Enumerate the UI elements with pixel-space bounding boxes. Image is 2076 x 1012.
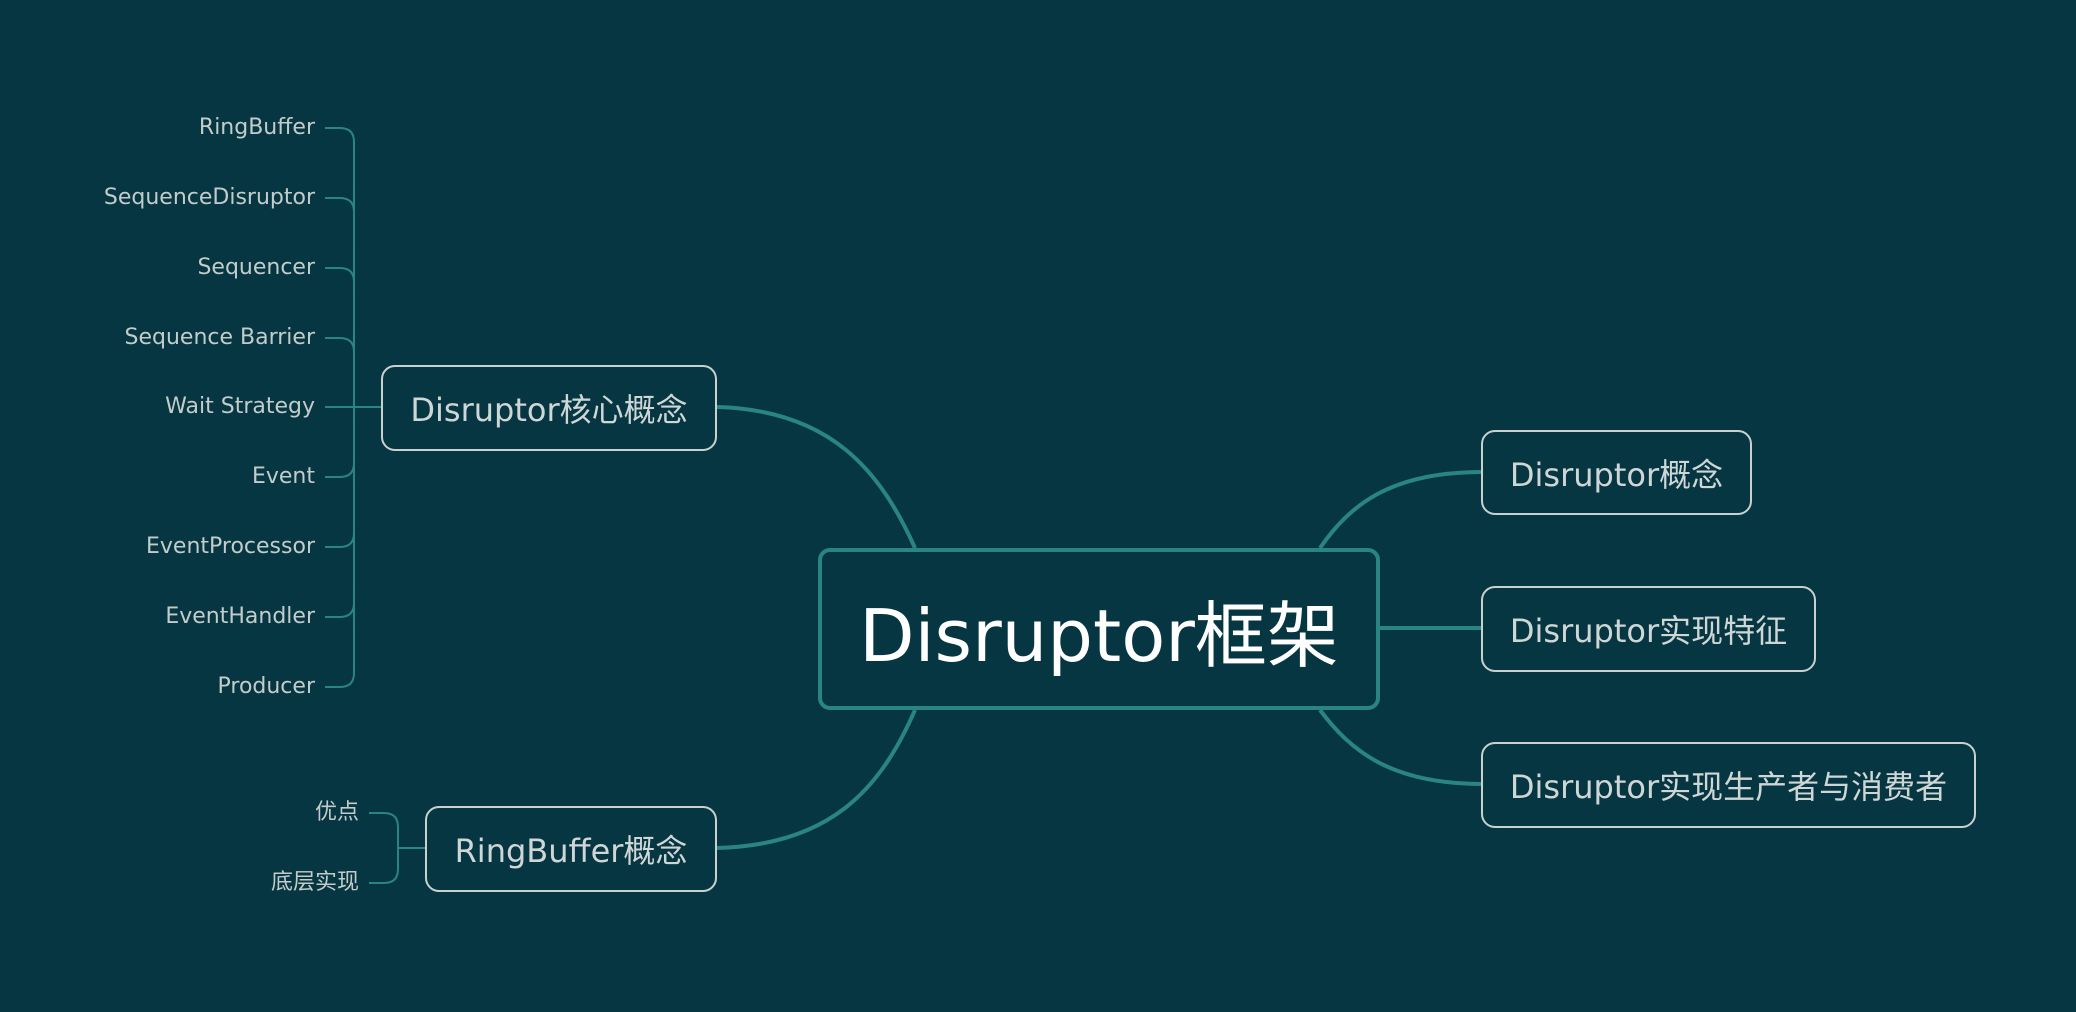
connector-root-to-producer-consumer: [1318, 708, 1483, 786]
bracket-ringbuffer-concept: [369, 812, 425, 884]
leaf-producer[interactable]: Producer: [217, 674, 316, 699]
branch-disruptor-concept[interactable]: Disruptor概念: [1481, 430, 1752, 515]
branch-ringbuffer-concept[interactable]: RingBuffer概念: [425, 806, 717, 892]
leaf-sequencer[interactable]: Sequencer: [197, 255, 315, 280]
leaf-sequence-barrier[interactable]: Sequence Barrier: [124, 325, 315, 350]
leaf-wait-strategy[interactable]: Wait Strategy: [165, 394, 315, 419]
connector-root-to-ringbuffer-concept: [716, 709, 917, 850]
leaf-advantages[interactable]: 优点: [314, 800, 359, 825]
connector-root-to-core-concepts: [716, 405, 917, 549]
leaf-event[interactable]: Event: [251, 464, 315, 489]
branch-producer-consumer[interactable]: Disruptor实现生产者与消费者: [1481, 742, 1976, 828]
connector-root-to-disruptor-concept: [1318, 470, 1483, 550]
bracket-core-concepts: [325, 127, 381, 688]
root-node[interactable]: Disruptor框架: [818, 548, 1380, 710]
leaf-event-handler[interactable]: EventHandler: [165, 604, 315, 629]
leaf-underlying-implementation[interactable]: 底层实现: [270, 870, 359, 895]
branch-core-concepts[interactable]: Disruptor核心概念: [381, 365, 717, 451]
leaf-event-processor[interactable]: EventProcessor: [146, 534, 315, 559]
leaf-ringbuffer[interactable]: RingBuffer: [198, 115, 315, 140]
branch-implementation-features[interactable]: Disruptor实现特征: [1481, 586, 1816, 672]
leaf-sequence-disruptor[interactable]: SequenceDisruptor: [103, 185, 315, 210]
